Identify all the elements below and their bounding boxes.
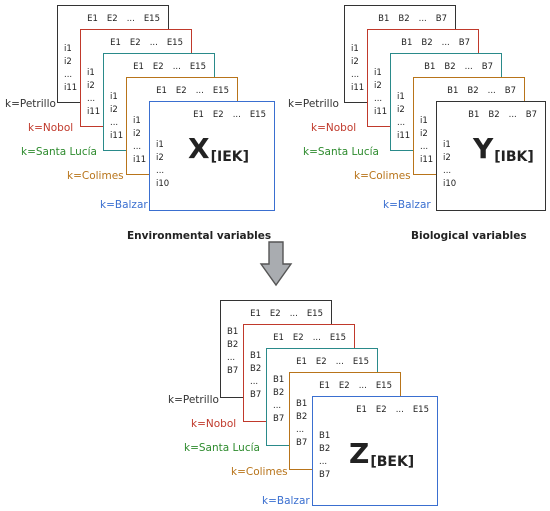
matrix-y-label: Y[IBK] [473,132,534,165]
bio-k-nobol: k=Nobol [311,122,357,134]
bio-k-petrillo: k=Petrillo [288,98,339,110]
z-k-petrillo: k=Petrillo [168,394,219,406]
env-k-santa-lucia: k=Santa Lucía [21,146,97,158]
bio-k-balzar: k=Balzar [383,199,431,211]
z-k-nobol: k=Nobol [191,418,237,430]
env-k-colimes: k=Colimes [67,170,124,182]
z-k-colimes: k=Colimes [231,466,288,478]
z-k-balzar: k=Balzar [262,495,310,507]
down-arrow-icon [259,241,293,287]
env-k-balzar: k=Balzar [100,199,148,211]
bio-k-colimes: k=Colimes [354,170,411,182]
env-k-petrillo: k=Petrillo [5,98,56,110]
matrix-x-label: X[IEK] [188,132,250,165]
env-k-nobol: k=Nobol [28,122,74,134]
bio-caption: Biological variables [411,230,527,242]
matrix-z-label: Z[BEK] [349,437,415,470]
z-k-santa-lucia: k=Santa Lucía [184,442,260,454]
bio-k-santa-lucia: k=Santa Lucía [303,146,379,158]
env-caption: Environmental variables [127,230,272,242]
